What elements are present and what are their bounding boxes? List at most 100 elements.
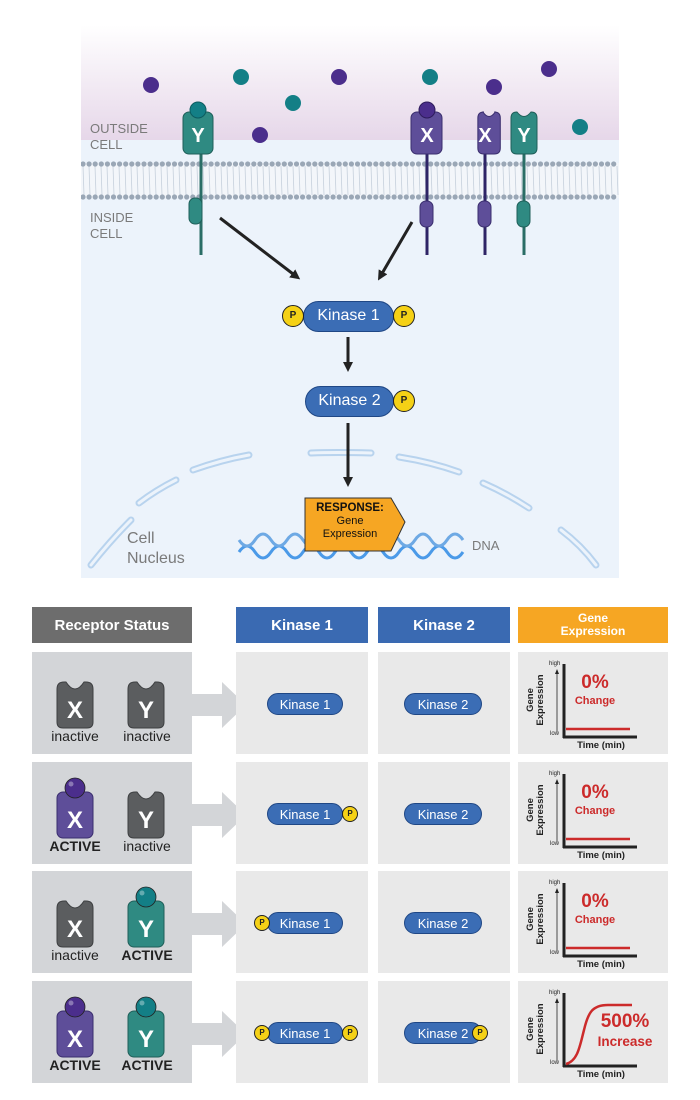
phosphate-icon: P xyxy=(282,305,304,327)
expression-y-axis-label: Gene Expression xyxy=(522,770,556,852)
high-label: high xyxy=(549,661,561,667)
arrow-right-icon xyxy=(192,682,246,728)
header-gene-expression: Gene Expression xyxy=(518,607,668,643)
response-line1: Gene xyxy=(336,515,364,527)
svg-text:X: X xyxy=(478,125,492,147)
low-label: low xyxy=(550,841,560,847)
receptor-y-icon: Y xyxy=(127,681,165,729)
header-gene-expression-line2: Expression xyxy=(560,624,626,638)
low-label: low xyxy=(550,950,560,956)
nucleus-label-line1: Cell xyxy=(127,530,155,547)
nuclear-envelope xyxy=(87,449,600,569)
ligand-x xyxy=(252,127,268,143)
receptor-x-state: ACTIVE xyxy=(49,838,101,854)
change-text: Change xyxy=(574,914,616,926)
change-value: 0% xyxy=(581,891,609,912)
receptor-y-state: inactive xyxy=(123,728,171,744)
receptor-x-state: ACTIVE xyxy=(49,1057,101,1073)
kinase2-pill: Kinase 2 xyxy=(404,912,482,934)
inside-cell-label: INSIDE CELL xyxy=(90,210,133,242)
high-label: high xyxy=(549,771,561,777)
kinase1-pill: Kinase 1 xyxy=(267,803,343,825)
receptor-y-state: ACTIVE xyxy=(121,947,173,963)
phosphate-icon: P xyxy=(342,1025,358,1041)
outside-label-line2: CELL xyxy=(90,137,123,152)
expression-graph xyxy=(555,664,637,739)
kinase2-node: Kinase 2 xyxy=(305,386,394,417)
nucleus-label-line2: Nucleus xyxy=(127,550,185,567)
response-title: RESPONSE: xyxy=(316,502,384,514)
high-label: high xyxy=(549,990,561,996)
receptor-y-icon: Y xyxy=(127,996,165,1058)
outside-cell-region xyxy=(81,25,619,140)
svg-text:Y: Y xyxy=(191,125,205,147)
inside-label-line2: CELL xyxy=(90,226,123,241)
response-box xyxy=(304,497,406,552)
svg-text:X: X xyxy=(67,916,83,943)
receptor-x-icon: X xyxy=(56,681,94,729)
receptor-x-state: inactive xyxy=(51,728,99,744)
ligand-y xyxy=(422,69,438,85)
arrow-x-to-kinase1 xyxy=(377,221,414,281)
header-receptor-status: Receptor Status xyxy=(32,607,192,643)
expression-y-axis-label: Gene Expression xyxy=(522,660,556,742)
ligand-x xyxy=(541,61,557,77)
outside-cell-label: OUTSIDE CELL xyxy=(90,121,148,153)
low-label: low xyxy=(550,731,560,737)
ylabel-line2: Expression xyxy=(535,784,546,836)
receptor-y-state: inactive xyxy=(123,838,171,854)
phosphate-icon: P xyxy=(254,1025,270,1041)
phosphate-icon: P xyxy=(393,305,415,327)
low-label: low xyxy=(550,1060,560,1066)
ligand-y xyxy=(233,69,249,85)
expression-y-axis-label: Gene Expression xyxy=(522,879,556,961)
ylabel-line2: Expression xyxy=(535,674,546,726)
receptor-y-active: Y xyxy=(182,101,214,255)
change-text: Increase xyxy=(597,1034,653,1049)
kinase2-pill: Kinase 2 xyxy=(404,693,482,715)
receptor-x-state: inactive xyxy=(51,947,99,963)
receptor-x-icon: X xyxy=(56,777,94,839)
header-kinase1: Kinase 1 xyxy=(236,607,368,643)
header-kinase2: Kinase 2 xyxy=(378,607,510,643)
time-label: Time (min) xyxy=(577,850,625,861)
expression-graph xyxy=(555,774,637,849)
svg-text:Y: Y xyxy=(517,125,531,147)
receptor-y-icon: Y xyxy=(127,791,165,839)
change-value: 0% xyxy=(581,672,609,693)
svg-text:Y: Y xyxy=(138,807,154,834)
expression-graph xyxy=(555,883,637,958)
svg-text:X: X xyxy=(67,697,83,724)
svg-text:X: X xyxy=(67,1026,83,1053)
response-line2: Expression xyxy=(322,528,378,540)
kinase2-pill: Kinase 2 xyxy=(404,1022,482,1044)
svg-text:X: X xyxy=(420,125,434,147)
ylabel-line2: Expression xyxy=(535,1003,546,1055)
time-label: Time (min) xyxy=(577,959,625,970)
receptor-y-inactive: Y xyxy=(510,111,538,255)
kinase1-pill: Kinase 1 xyxy=(267,693,343,715)
change-value: 500% xyxy=(600,1011,650,1032)
phosphate-icon: P xyxy=(254,915,270,931)
arrow-y-to-kinase1 xyxy=(219,216,301,280)
phosphate-icon: P xyxy=(472,1025,488,1041)
receptor-x-active: X xyxy=(410,101,443,255)
change-text: Change xyxy=(574,695,616,707)
ligand-x xyxy=(486,79,502,95)
cell-nucleus-label: Cell Nucleus xyxy=(127,529,185,569)
receptor-x-inactive: X xyxy=(477,111,501,255)
receptor-x-icon: X xyxy=(56,900,94,948)
expression-y-axis-label: Gene Expression xyxy=(522,989,556,1071)
inside-label-line1: INSIDE xyxy=(90,210,134,225)
ligand-y xyxy=(572,119,588,135)
svg-text:Y: Y xyxy=(138,1026,154,1053)
change-text: Change xyxy=(574,805,616,817)
svg-text:X: X xyxy=(67,807,83,834)
kinase1-pill: Kinase 1 xyxy=(267,912,343,934)
time-label: Time (min) xyxy=(577,1069,625,1080)
kinase1-node: Kinase 1 xyxy=(303,301,394,332)
svg-text:Y: Y xyxy=(138,697,154,724)
phosphate-icon: P xyxy=(342,806,358,822)
expression-graph xyxy=(555,993,637,1068)
signaling-pathway-diagram: Y X X Y xyxy=(81,25,619,578)
